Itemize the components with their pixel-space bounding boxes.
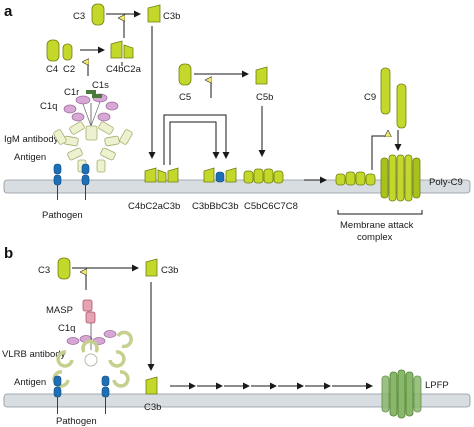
label-c4: C4 (46, 64, 58, 75)
panel-a-letter: a (4, 3, 13, 20)
label-vlrb-antibody: VLRB antibody (2, 349, 66, 360)
label-antigen-a: Antigen (14, 152, 46, 163)
label-mac-line2: complex (357, 232, 393, 243)
c3b-molecule-b-bottom (145, 376, 158, 395)
activation-arrow-c9 (371, 136, 388, 170)
label-c5b678: C5bC6C7C8 (244, 201, 298, 212)
label-pathogen-a: Pathogen (42, 210, 83, 221)
label-c9: C9 (364, 92, 376, 103)
lpfp-pore (381, 369, 422, 419)
antigen-a-right (81, 163, 90, 200)
antigen-a-left (53, 163, 62, 200)
label-c1q-b: C1q (58, 323, 75, 334)
c9-molecule-1 (380, 67, 391, 115)
antigen-b-left (53, 375, 62, 414)
label-c4bc2a: C4bC2a (106, 64, 142, 75)
c4bc2ac3b-complex (144, 167, 179, 183)
c5b-molecule (255, 66, 268, 85)
label-igm-antibody: IgM antibody (4, 134, 59, 145)
label-c3b-b-top: C3b (161, 265, 178, 276)
c4-molecule (46, 39, 60, 62)
membrane-b (3, 393, 471, 408)
c5b678-complex (243, 168, 284, 184)
antigen-b-right (101, 375, 110, 414)
label-c3b-top: C3b (163, 11, 180, 22)
c4bc2a-molecule (110, 40, 123, 59)
label-pathogen-b: Pathogen (56, 416, 97, 427)
label-lpfp: LPFP (425, 380, 449, 391)
vlrb-antibody (52, 330, 133, 388)
label-mac-line1: Membrane attack (340, 220, 414, 231)
c3b-molecule-b-top (145, 258, 158, 277)
c3-molecule-b (57, 257, 71, 280)
label-c5: C5 (179, 92, 191, 103)
label-c3: C3 (73, 11, 85, 22)
label-masp: MASP (46, 305, 73, 316)
mac-bracket (337, 210, 423, 215)
label-c5b: C5b (256, 92, 273, 103)
c4bc2a-molecule-2 (123, 44, 134, 59)
c9-molecule-2 (396, 83, 407, 129)
label-c2: C2 (63, 64, 75, 75)
label-c1q: C1q (40, 101, 57, 112)
label-c3-b: C3 (38, 265, 50, 276)
label-antigen-b: Antigen (14, 377, 46, 388)
masp (82, 299, 96, 324)
arrow-convertase-loop-2 (169, 121, 220, 165)
c3b-molecule-top (147, 4, 161, 23)
c3bbbc3b-complex (203, 167, 237, 183)
c1-complex (63, 90, 119, 128)
arrow-convertase-loop (163, 114, 230, 165)
label-c1r: C1r (64, 87, 79, 98)
label-poly-c9: Poly-C9 (429, 177, 463, 188)
igm-antibody (53, 121, 133, 173)
label-c3b-b-bottom: C3b (144, 402, 161, 413)
label-c3bbbc3b: C3bBbC3b (192, 201, 238, 212)
label-c1s: C1s (92, 80, 109, 91)
c5-molecule (178, 63, 192, 86)
c2-molecule (62, 43, 73, 61)
panel-b-letter: b (4, 245, 13, 262)
membrane-attack-complex (335, 154, 421, 202)
label-c4bc2ac3b: C4bC2aC3b (128, 201, 180, 212)
c3-molecule (91, 3, 105, 26)
